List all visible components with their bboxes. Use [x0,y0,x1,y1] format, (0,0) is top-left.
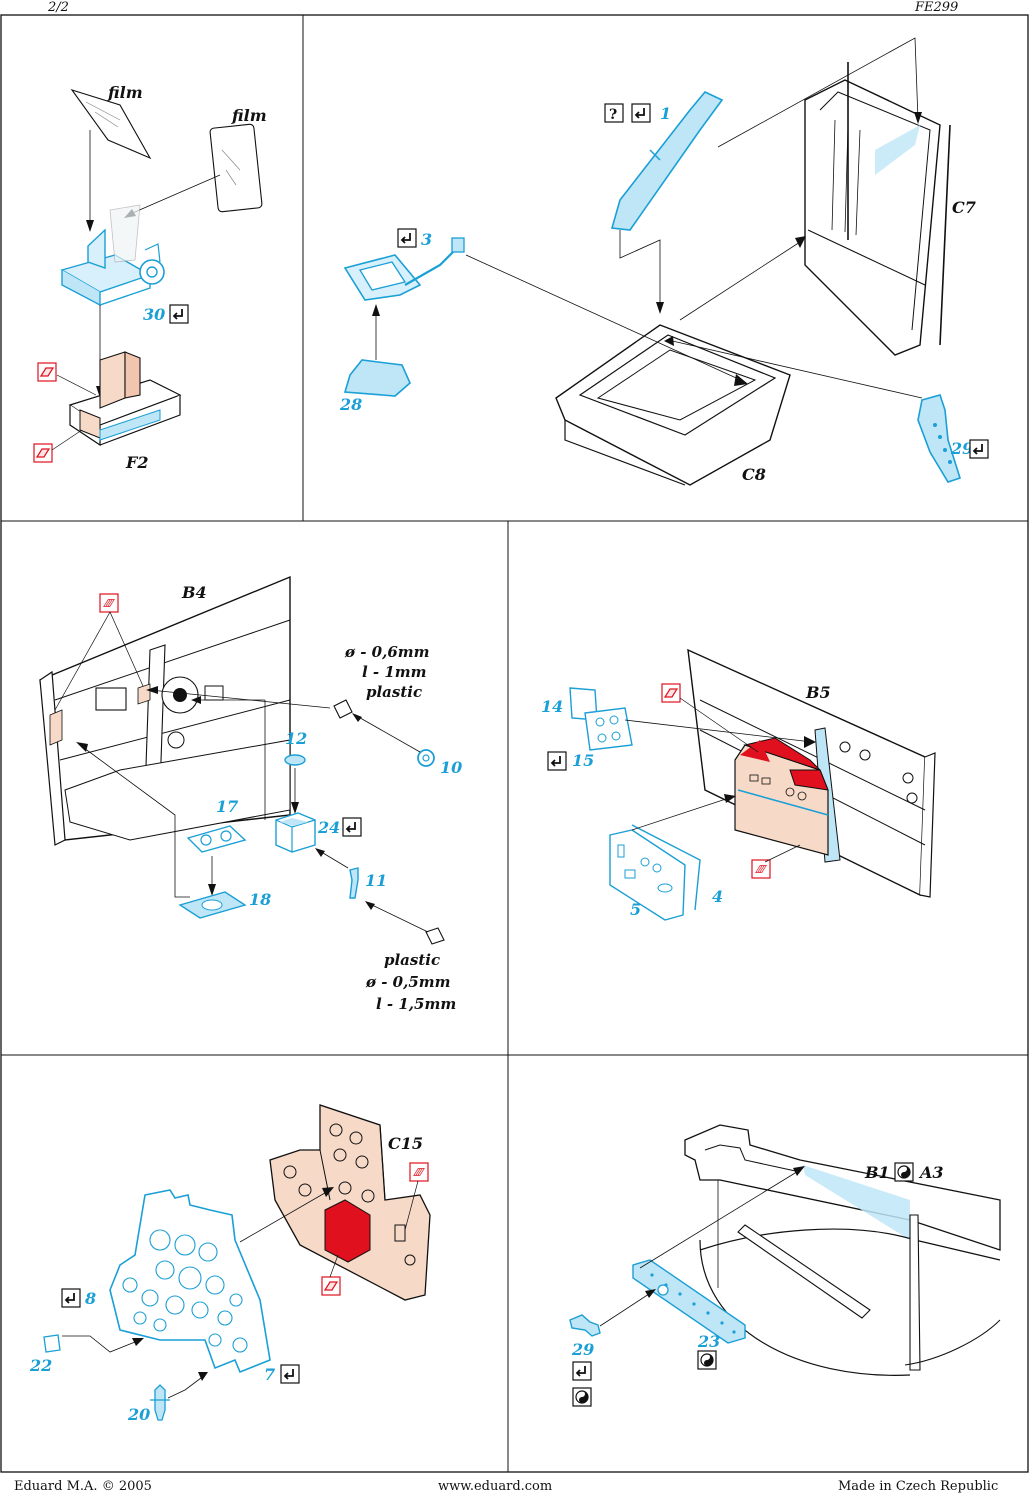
panel-2-seat-assembly: ? 1 3 28 29 C7 C8 [339,37,989,486]
yin-yang-icon [697,1350,717,1370]
label-part-28: 28 [339,395,362,414]
label-part-5: 5 [630,900,641,919]
note-length-bot: l - 1,5mm [376,995,456,1013]
label-part-a3: A3 [918,1163,944,1182]
label-part-30: 30 [143,305,165,324]
panel-6-fuselage: B1 A3 23 29 [569,1124,1001,1407]
label-part-8: 8 [84,1289,96,1308]
label-film-a: film [107,83,143,102]
red-paint-icon-a [37,362,57,382]
label-part-12: 12 [285,729,307,748]
label-part-17: 17 [216,797,238,816]
panel-5-instrument-panel: C15 8 22 20 [29,1104,431,1424]
label-part-c7: C7 [952,198,976,217]
yin-yang-icon [572,1387,592,1407]
bend-icon [572,1361,592,1381]
label-question: ? [609,107,617,123]
label-part-b4: B4 [181,583,207,602]
label-part-11: 11 [365,871,387,890]
red-hatch-icon [99,593,119,613]
panel-4-console: B5 14 15 5 4 [541,648,936,921]
part-22-plate [43,1334,61,1353]
part-20-lever [154,1384,166,1421]
part-11-lever [349,867,359,899]
footer-copyright: Eduard M.A. © 2005 [14,1479,152,1494]
part-15-panel [584,707,633,751]
label-part-29: 29 [950,439,973,458]
part-28-pad [343,359,411,397]
product-code: FE299 [915,0,959,15]
part-17-plate [186,825,247,853]
label-part-4: 4 [712,887,723,906]
label-part-c8: C8 [742,465,766,484]
label-part-f2: F2 [125,453,149,472]
label-part-23: 23 [697,1332,720,1351]
label-film-b: film [231,106,267,125]
part-24-box [275,812,316,853]
note-diameter-bot: ø - 0,5mm [365,973,451,991]
footer-website[interactable]: www.eduard.com [438,1479,553,1494]
label-part-b1: B1 [864,1163,890,1182]
red-hatch-icon [751,859,771,879]
part-c7-backrest [804,79,941,356]
label-part-20: 20 [127,1405,150,1424]
bend-icon [61,1288,81,1308]
part-5-panel [609,829,686,921]
label-part-29: 29 [571,1340,594,1359]
label-part-3: 3 [421,230,432,249]
part-29-key [569,1314,601,1337]
bend-icon [969,439,989,459]
note-diameter-top: ø - 0,6mm [344,643,430,661]
label-part-14: 14 [541,697,563,716]
label-part-10: 10 [440,758,462,777]
part-23-strip [632,1259,746,1344]
note-material-top: plastic [366,683,422,701]
label-part-15: 15 [572,751,594,770]
page-number: 2/2 [48,0,69,15]
part-12-disc [284,754,306,766]
film-sheet-b [209,123,263,213]
bend-icon [280,1364,300,1384]
label-part-7: 7 [264,1365,275,1384]
sheet-border [0,14,1029,1473]
red-hatch-icon [409,1162,429,1182]
label-part-24: 24 [317,818,340,837]
yin-yang-icon [894,1162,914,1182]
note-length-top: l - 1mm [362,663,427,681]
red-paint-icon [661,683,681,703]
bend-icon [342,817,362,837]
bend-icon [397,228,417,248]
red-paint-icon [321,1276,341,1296]
footer-origin: Made in Czech Republic [838,1479,999,1494]
label-part-18: 18 [249,890,271,909]
part-10-gear [417,749,435,767]
label-part-b5: B5 [805,683,831,702]
bend-icon [631,103,651,123]
label-part-22: 22 [29,1356,52,1375]
part-8-panel [109,1189,271,1374]
red-paint-icon-b [33,443,53,463]
label-part-c15: C15 [388,1134,423,1153]
film-sheet-a [70,88,152,160]
bend-icon [169,304,189,324]
label-part-1: 1 [660,104,671,123]
part-1-belt [610,91,724,231]
panel-3-side-wall: B4 ø - 0,6mm l - 1mm plastic 10 12 24 [39,575,462,1013]
bend-icon [547,751,567,771]
note-material-bot: plastic [384,951,440,969]
panel-1-film-assembly: 30 film film F2 [33,83,267,472]
